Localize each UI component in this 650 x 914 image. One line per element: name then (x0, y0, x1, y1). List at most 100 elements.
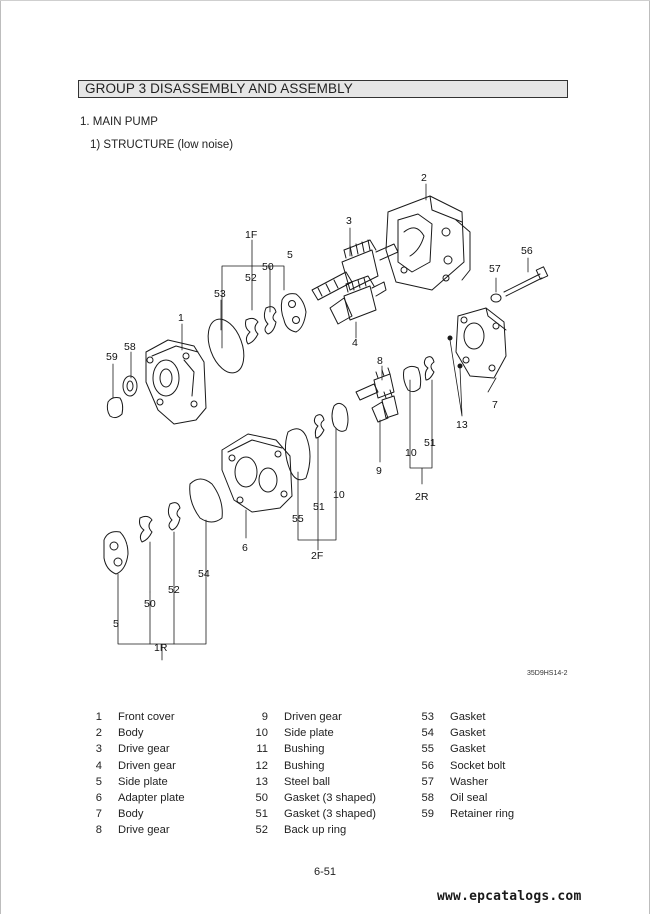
legend-part-number: 56 (421, 759, 434, 772)
section-title: 1. MAIN PUMP (80, 116, 158, 128)
part-gasket-50-lower-drawing (139, 515, 153, 543)
legend-row: 53 Gasket (412, 709, 514, 725)
part-driven-gear-9-drawing (371, 389, 399, 423)
legend-part-name: Body (118, 727, 144, 740)
legend-part-number: 12 (255, 759, 268, 772)
legend-row: 5 Side plate (80, 774, 185, 790)
callout-52-lower: 52 (168, 584, 180, 596)
legend-part-number: 55 (421, 743, 434, 756)
callout-13: 13 (456, 419, 468, 431)
legend-row: 51 Gasket (3 shaped) (246, 806, 377, 822)
part-gasket-51-right-drawing (423, 356, 435, 381)
legend-part-number: 8 (95, 824, 102, 837)
legend-part-number: 5 (95, 775, 102, 788)
callout-1F: 1F (245, 229, 257, 241)
page-left-edge (0, 0, 1, 914)
legend-part-name: Bushing (284, 743, 325, 756)
legend-part-name: Gasket (3 shaped) (284, 808, 377, 821)
legend-part-name: Front cover (118, 711, 175, 723)
legend-part-number: 54 (421, 727, 434, 740)
callout-50-top: 50 (262, 261, 274, 273)
legend-part-name: Gasket (450, 711, 486, 723)
callout-54: 54 (198, 568, 210, 580)
legend-part-name: Steel ball (284, 775, 331, 788)
legend-part-name: Side plate (118, 775, 168, 788)
part-body-7-drawing (455, 307, 507, 379)
callout-8: 8 (377, 355, 383, 367)
callout-57: 57 (489, 263, 501, 275)
part-gasket-52-lower-drawing (167, 502, 181, 531)
legend-part-number: 52 (255, 824, 268, 837)
legend-part-name: Driven gear (118, 759, 176, 772)
legend-part-number: 53 (421, 711, 434, 723)
legend-part-name: Side plate (284, 727, 334, 740)
legend-part-name: Gasket (3 shaped) (284, 791, 377, 804)
legend-row: 9 Driven gear (246, 709, 376, 725)
exploded-pump-diagram: 1F 3 2 5 50 52 53 1 58 59 56 57 4 8 7 13… (103, 172, 549, 661)
part-washer-57-drawing (490, 293, 502, 303)
legend-part-name: Back up ring (284, 824, 347, 837)
callout-9: 9 (376, 465, 382, 477)
callout-1R: 1R (154, 642, 168, 654)
part-adapter-plate-6-drawing (221, 433, 293, 513)
part-front-cover-1-drawing (145, 339, 207, 425)
legend-part-name: Driven gear (284, 711, 342, 723)
legend-part-number: 59 (421, 808, 434, 821)
legend-part-number: 7 (95, 808, 102, 821)
callout-59: 59 (106, 351, 118, 363)
part-retainer-ring-59-drawing (106, 397, 124, 419)
legend-part-number: 57 (421, 775, 434, 788)
callout-10-mid: 10 (333, 489, 345, 501)
legend-part-name: Socket bolt (450, 759, 506, 772)
legend-row: 52 Back up ring (246, 822, 376, 838)
legend-row: 8 Drive gear (80, 822, 185, 838)
callout-5-top: 5 (287, 249, 293, 261)
legend-part-number: 50 (255, 791, 268, 804)
legend-part-name: Gasket (450, 743, 486, 756)
callout-1: 1 (178, 312, 184, 324)
legend-row: 3 Drive gear (80, 741, 185, 757)
section-subtitle: 1) STRUCTURE (low noise) (90, 139, 234, 151)
callout-7: 7 (492, 399, 498, 411)
legend-part-number: 51 (255, 808, 268, 821)
legend-part-name: Adapter plate (118, 791, 185, 804)
legend-part-number: 4 (95, 759, 102, 772)
part-side-plate-5-drawing (280, 293, 307, 333)
legend-part-name: Drive gear (118, 743, 170, 756)
part-gasket-55-drawing (284, 428, 311, 481)
callout-2F: 2F (311, 550, 323, 562)
callout-2R: 2R (415, 491, 429, 503)
callout-51-right: 51 (424, 437, 436, 449)
part-side-plate-5-lower-drawing (103, 531, 129, 575)
callout-6: 6 (242, 542, 248, 554)
callout-2: 2 (421, 172, 427, 184)
legend-part-name: Drive gear (118, 824, 170, 837)
figure-code: 35D9HS14-2 (527, 670, 568, 677)
part-driven-gear-4-drawing (329, 275, 387, 325)
callout-50-lower: 50 (144, 598, 156, 610)
legend-row: 4 Driven gear (80, 758, 185, 774)
page-top-edge (0, 0, 650, 1)
group-title: GROUP 3 DISASSEMBLY AND ASSEMBLY (78, 80, 568, 98)
callout-56: 56 (521, 245, 533, 257)
legend-part-number: 3 (95, 743, 102, 756)
part-socket-bolt-56-drawing (503, 266, 549, 297)
legend-part-number: 1 (95, 711, 102, 723)
part-gasket-51-mid-drawing (313, 414, 325, 439)
callout-58: 58 (124, 341, 136, 353)
part-gasket-54-drawing (189, 478, 223, 523)
callout-53: 53 (214, 288, 226, 300)
legend-part-number: 9 (261, 711, 268, 723)
